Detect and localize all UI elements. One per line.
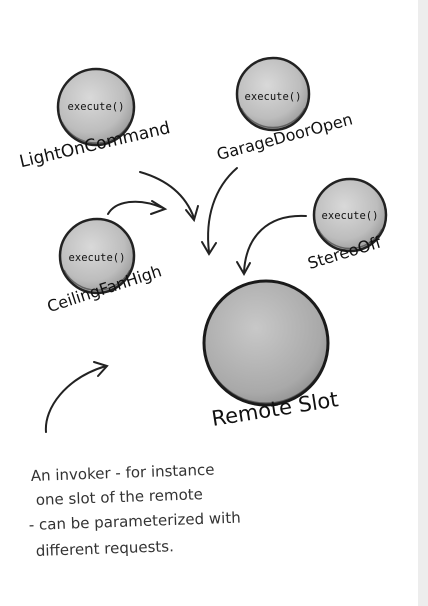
arrow-ceiling-fan xyxy=(107,200,164,215)
note-line: different requests. xyxy=(36,537,175,560)
arrowhead xyxy=(150,200,168,215)
arrow-stereo-off xyxy=(243,214,307,273)
execute-label: execute() xyxy=(322,210,379,222)
page-edge xyxy=(418,0,428,606)
arrowhead xyxy=(185,205,199,223)
arrowhead xyxy=(236,261,251,277)
command-ball xyxy=(312,177,388,253)
arrow-note xyxy=(44,365,107,433)
command-ceiling-fan-high: execute() CeilingFanHigh xyxy=(45,217,164,316)
annotation-note: An invoker - for instance one slot of th… xyxy=(29,461,241,560)
note-line: - can be parameterized with xyxy=(29,509,241,534)
execute-label: execute() xyxy=(68,101,125,113)
arrow-light-on xyxy=(139,171,195,219)
note-line: one slot of the remote xyxy=(36,485,204,509)
arrow-garage-door xyxy=(207,167,238,253)
command-garage-door-open: execute() GarageDoorOpen xyxy=(215,56,355,164)
remote-slot: Remote Slot xyxy=(202,279,340,431)
command-light-on: execute() LightOnCommand xyxy=(18,67,172,172)
arrowhead xyxy=(93,361,109,377)
arrows xyxy=(44,167,307,433)
remote-slot-ball xyxy=(202,279,330,407)
execute-label: execute() xyxy=(245,91,302,103)
command-ball xyxy=(235,56,311,132)
note-line: An invoker - for instance xyxy=(31,461,215,485)
command-stereo-off: execute() StereoOff xyxy=(305,177,388,273)
command-ball xyxy=(56,67,136,147)
execute-label: execute() xyxy=(69,252,126,264)
command-ball xyxy=(58,217,136,295)
arrowhead xyxy=(201,241,217,256)
